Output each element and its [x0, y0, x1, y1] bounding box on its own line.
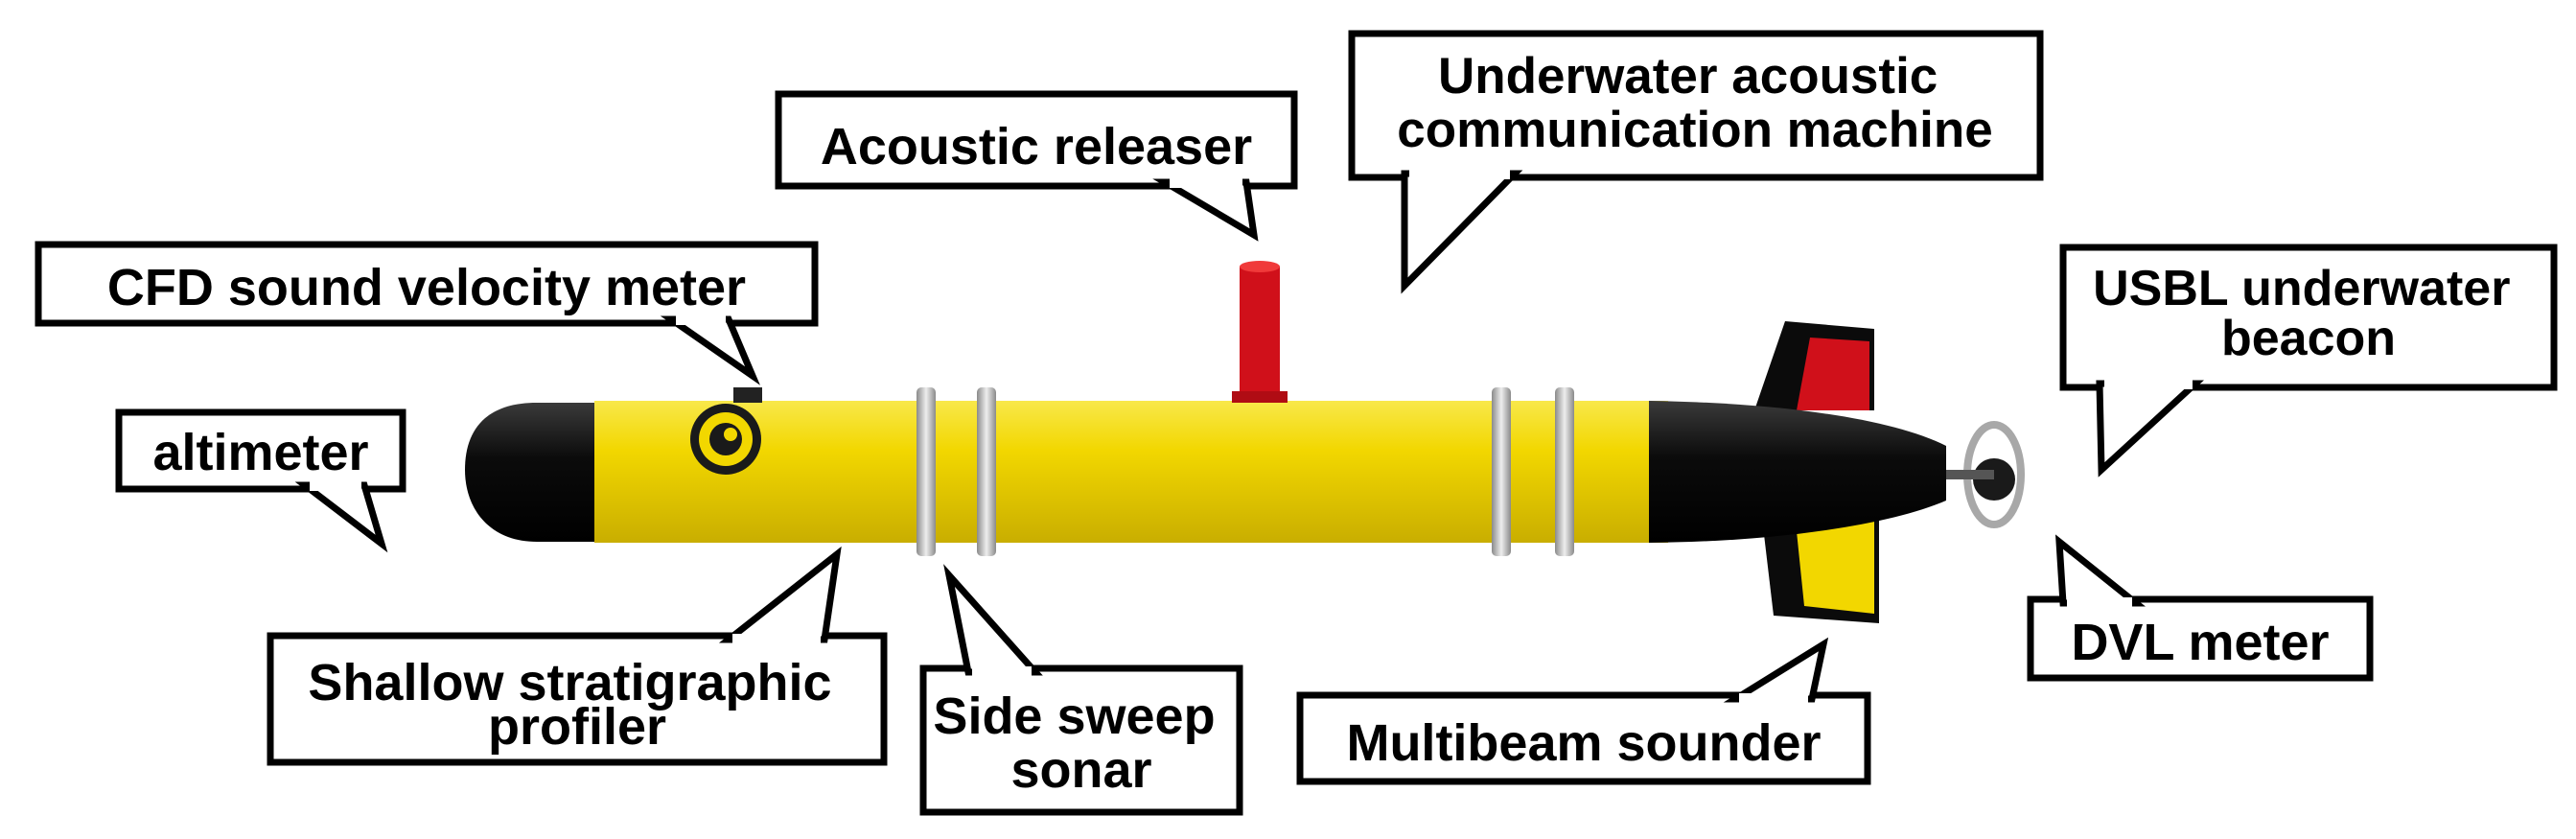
callout-usbl-beacon: USBL underwater beacon: [2059, 244, 2558, 478]
callout-cfd-sound-velocity: CFD sound velocity meter: [35, 241, 819, 385]
label-altimeter: altimeter: [152, 424, 368, 481]
logo-emblem: [690, 404, 761, 475]
label-cfd-sound-velocity: CFD sound velocity meter: [107, 259, 746, 316]
tail-cone: [1649, 401, 1946, 543]
callout-altimeter: altimeter: [115, 408, 406, 553]
hull: [594, 401, 1668, 543]
callout-multibeam-sounder: Multibeam sounder: [1296, 637, 1871, 785]
hull-band: [917, 387, 936, 556]
label-dvl-meter: DVL meter: [2071, 614, 2329, 671]
auv-vehicle: [465, 261, 2025, 623]
acoustic-releaser-mast: [1240, 267, 1280, 401]
callout-shallow-profiler: Shallow stratigraphic profiler: [267, 546, 888, 766]
callout-underwater-acoustic-comm: Underwater acoustic communication machin…: [1348, 30, 2044, 294]
label-usbl-beacon: USBL underwater beacon: [2093, 261, 2524, 366]
label-shallow-profiler: Shallow stratigraphic profiler: [308, 654, 846, 756]
nose-cone: [465, 403, 614, 542]
cfd-sensor-nub: [733, 387, 762, 403]
callout-layer: Acoustic releaser Underwater acoustic co…: [35, 30, 2558, 816]
callout-dvl-meter: DVL meter: [2027, 534, 2374, 682]
hull-band: [1492, 387, 1511, 556]
label-side-sweep-sonar: Side sweep sonar: [933, 688, 1229, 799]
callout-side-sweep-sonar: Side sweep sonar: [919, 564, 1243, 816]
label-underwater-acoustic-comm: Underwater acoustic communication machin…: [1397, 48, 1992, 158]
hull-band: [1555, 387, 1574, 556]
hull-band: [977, 387, 996, 556]
top-tail-fin-red: [1797, 338, 1869, 410]
label-acoustic-releaser: Acoustic releaser: [821, 118, 1252, 175]
callout-acoustic-releaser: Acoustic releaser: [775, 90, 1298, 242]
label-multibeam-sounder: Multibeam sounder: [1346, 714, 1821, 772]
